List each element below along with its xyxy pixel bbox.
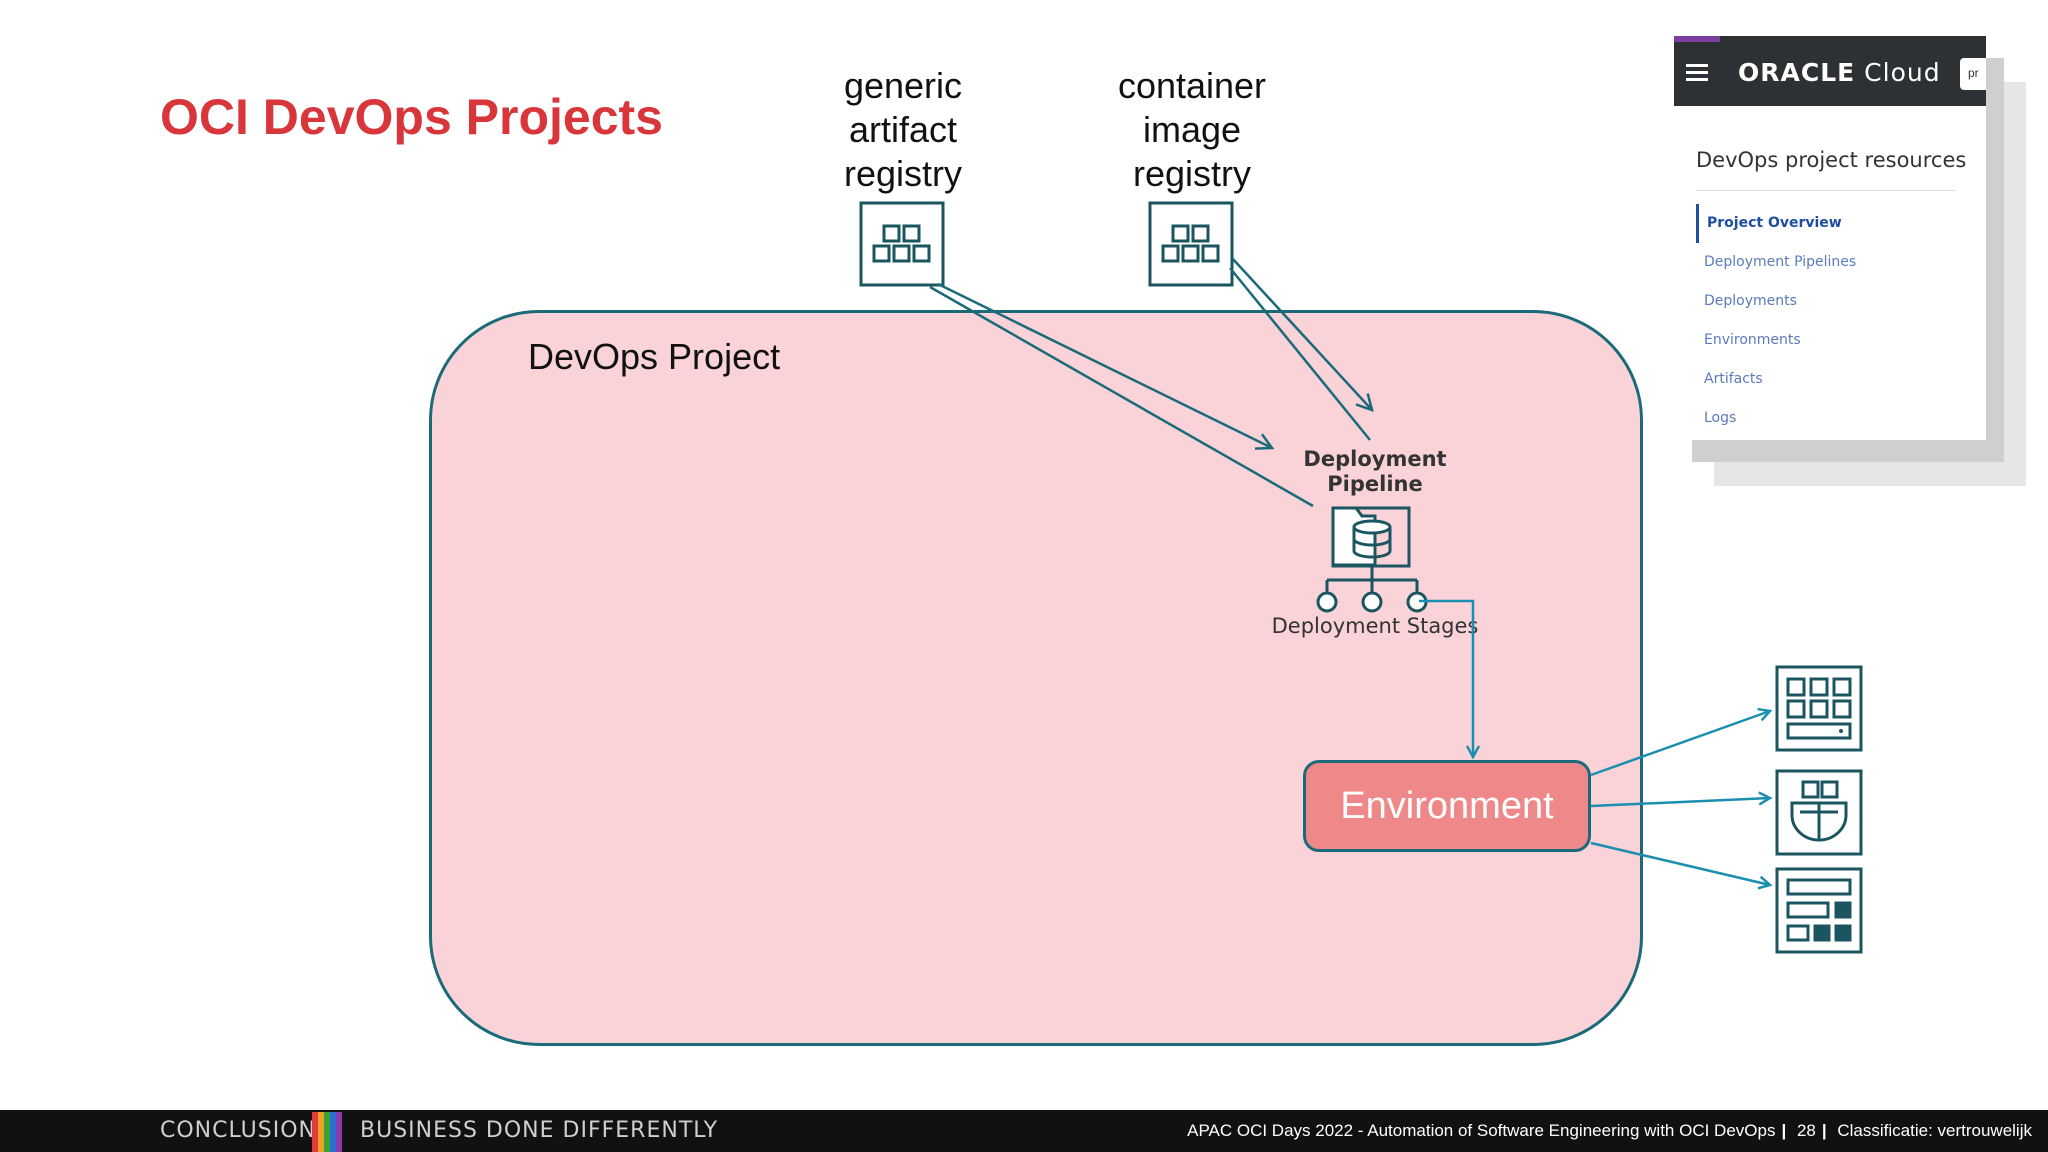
oracle-cloud-logo: ORACLE Cloud bbox=[1738, 58, 1941, 87]
functions-application-icon bbox=[1775, 867, 1863, 954]
footer-stripe bbox=[330, 1112, 336, 1152]
nav-item-logs[interactable]: Logs bbox=[1704, 410, 1737, 426]
container-image-registry-icon bbox=[1148, 201, 1234, 287]
footer-stripe bbox=[336, 1112, 342, 1152]
footer-stripe bbox=[318, 1112, 324, 1152]
nav-item-artifacts[interactable]: Artifacts bbox=[1704, 371, 1763, 387]
devops-project-box bbox=[429, 310, 1643, 1046]
hamburger-menu-icon[interactable] bbox=[1686, 64, 1708, 85]
devops-project-label: DevOps Project bbox=[528, 336, 781, 377]
footer-info: APAC OCI Days 2022 - Automation of Softw… bbox=[1187, 1121, 2032, 1140]
deployment-pipeline-label: Deployment Pipeline bbox=[1303, 447, 1447, 496]
stage-to-environment-arrow bbox=[1419, 599, 1473, 757]
nav-item-project-overview[interactable]: Project Overview bbox=[1696, 204, 1856, 243]
slide-title: OCI DevOps Projects bbox=[160, 89, 663, 145]
devops-resources-heading: DevOps project resources bbox=[1696, 148, 1967, 172]
footer-conclusion-logo: CONCLUSION bbox=[160, 1118, 316, 1143]
footer-stripe bbox=[312, 1112, 318, 1152]
footer-event: APAC OCI Days 2022 - Automation of Softw… bbox=[1187, 1121, 1776, 1140]
deployment-pipeline-icon bbox=[1316, 506, 1428, 613]
nav-item-metrics[interactable]: Metrics bbox=[1696, 438, 1856, 440]
oracle-top-bar: ORACLE Cloud pr bbox=[1674, 36, 1986, 106]
environment-box: Environment bbox=[1303, 760, 1591, 852]
footer-color-stripes bbox=[312, 1112, 342, 1152]
oracle-cloud-panel: ORACLE Cloud pr DevOps project resources… bbox=[1674, 36, 1986, 440]
footer-classification: Classificatie: vertrouwelijk bbox=[1837, 1121, 2032, 1140]
registry-arrows bbox=[929, 257, 1374, 508]
divider bbox=[1696, 190, 1956, 191]
nav-item-deployment-pipelines[interactable]: Deployment Pipelines bbox=[1704, 254, 1857, 270]
kubernetes-cluster-icon bbox=[1775, 769, 1863, 856]
compute-instance-group-icon bbox=[1775, 665, 1863, 752]
container-image-registry-label: container image registry bbox=[1117, 65, 1267, 194]
search-field-stub[interactable]: pr bbox=[1960, 58, 1986, 90]
footer-stripe bbox=[324, 1112, 330, 1152]
nav-item-deployments[interactable]: Deployments bbox=[1704, 293, 1797, 309]
environment-target-arrows bbox=[1590, 711, 1770, 885]
generic-artifact-registry-icon bbox=[859, 201, 945, 287]
environment-label: Environment bbox=[1340, 784, 1554, 827]
generic-artifact-registry-label: generic artifact registry bbox=[843, 65, 963, 194]
nav-item-environments[interactable]: Environments bbox=[1704, 332, 1801, 348]
deployment-stages-label: Deployment Stages bbox=[1271, 614, 1479, 638]
footer-page-number: 28 bbox=[1796, 1121, 1816, 1140]
footer-tagline: BUSINESS DONE DIFFERENTLY bbox=[360, 1118, 719, 1143]
